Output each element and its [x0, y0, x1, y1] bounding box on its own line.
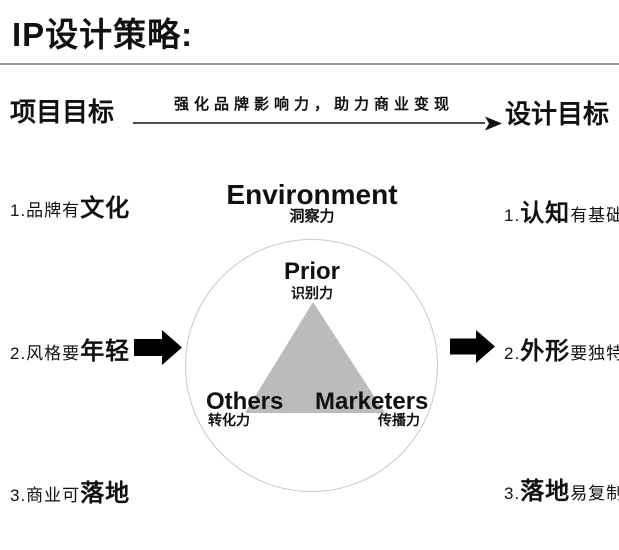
- others-sublabel: 转化力: [208, 412, 250, 428]
- left-goal-3-emphasis: 落地: [80, 480, 131, 507]
- right-goal-2-prefix: 2.: [504, 344, 521, 363]
- left-goal-3: 3.商业可落地: [10, 473, 130, 508]
- arrow-right-icon: [450, 330, 495, 363]
- right-goal-2-emphasis: 外形: [520, 338, 571, 365]
- right-goal-3-suffix: 易复制: [570, 484, 619, 503]
- environment-sublabel: 洞察力: [289, 208, 335, 225]
- right-goal-2-suffix: 要独特: [570, 344, 619, 363]
- prior-label: Prior: [283, 258, 340, 285]
- marketers-sublabel: 传播力: [378, 412, 420, 428]
- project-goal-label: 项目目标: [10, 97, 115, 127]
- environment-label: Environment: [226, 179, 398, 210]
- left-goal-1: 1.品牌有文化: [10, 188, 130, 223]
- flow-arrow-icon: [133, 116, 502, 131]
- arrow-right-icon: [134, 330, 182, 365]
- design-goal-label: 设计目标: [505, 99, 610, 129]
- right-goal-3-prefix: 3.: [504, 484, 521, 503]
- right-goal-2: 2.外形要独特: [504, 331, 619, 366]
- right-goal-3-emphasis: 落地: [520, 478, 571, 505]
- title-divider: [0, 63, 619, 65]
- right-goal-1-suffix: 有基础: [570, 206, 619, 225]
- right-goal-1: 1.认知有基础: [504, 193, 619, 228]
- left-goal-2-prefix: 2.风格要: [10, 344, 81, 363]
- flow-arrow-caption: 强化品牌影响力，助力商业变现: [173, 96, 454, 113]
- page-title: IP设计策略:: [12, 16, 194, 53]
- right-goal-1-prefix: 1.: [504, 206, 521, 225]
- left-goal-2: 2.风格要年轻: [10, 331, 130, 366]
- triangle-shape: [245, 302, 385, 413]
- prior-sublabel: 识别力: [291, 285, 333, 301]
- left-goal-1-prefix: 1.品牌有: [10, 201, 81, 220]
- model-circle: [185, 239, 438, 492]
- right-goal-3: 3.落地易复制: [504, 471, 619, 506]
- right-goal-1-emphasis: 认知: [520, 200, 571, 227]
- left-goal-1-emphasis: 文化: [80, 195, 131, 222]
- left-goal-2-emphasis: 年轻: [80, 338, 131, 365]
- others-label: Others: [206, 388, 284, 415]
- left-goal-3-prefix: 3.商业可: [10, 486, 81, 505]
- marketers-label: Marketers: [315, 388, 429, 415]
